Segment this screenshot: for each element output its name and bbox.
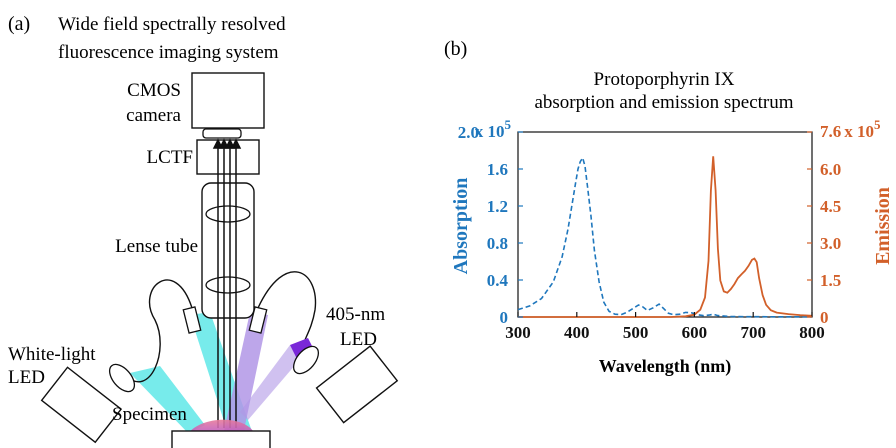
violet-light-beam: [222, 312, 268, 440]
led-right-line1: 405-nm: [326, 304, 385, 325]
tube-label: Lense tube: [115, 236, 198, 257]
camera-label-line1: CMOS: [127, 80, 181, 101]
y-left-tick-label: 0: [500, 308, 509, 327]
x-axis-label: Wavelength (nm): [599, 356, 732, 377]
chart-title-line1: Protoporphyrin IX: [594, 69, 735, 90]
camera-label-line2: camera: [126, 105, 181, 126]
left-collimator: [182, 306, 202, 334]
x-tick-label: 300: [505, 323, 531, 342]
y-right-tick-label: 6.0: [820, 160, 841, 179]
panel-a-title-line2: fluorescence imaging system: [58, 42, 279, 63]
violet-led-housing: [315, 345, 399, 424]
x-tick-label: 400: [564, 323, 590, 342]
filter-label: LCTF: [147, 147, 193, 168]
specimen-stage: [171, 430, 271, 448]
white-led-beam: [130, 366, 205, 433]
y-left-tick-label: 0.4: [487, 271, 509, 290]
y-left-axis-label: Absorption: [450, 178, 472, 275]
plot-frame: [517, 131, 813, 318]
left-axis-multiplier: x 105: [475, 117, 512, 141]
imaging-rays: [212, 138, 242, 428]
emission-series: [518, 156, 813, 318]
panel-a-title-line1: Wide field spectrally resolved: [58, 14, 286, 35]
led-left-line1: White-light: [8, 344, 96, 365]
y-right-axis-ticks: 0 1.5 3.0 4.5 6.0: [807, 131, 841, 327]
x-tick-label: 700: [740, 323, 766, 342]
panel-a-label: (a): [8, 13, 30, 35]
x-tick-label: 500: [623, 323, 649, 342]
x-tick-label: 800: [799, 323, 825, 342]
lens-tube: [201, 182, 255, 319]
right-collimator: [248, 306, 268, 334]
white-light-fiber: [124, 279, 193, 383]
absorption-series: [517, 155, 813, 318]
y-left-tick-label: 1.2: [487, 197, 508, 216]
y-right-tick-label: 1.5: [820, 271, 841, 290]
x-axis-ticks: 300 400 500 600 700 800: [505, 312, 825, 342]
violet-led-beam: [240, 345, 302, 420]
y-right-tick-label: 0: [820, 308, 829, 327]
y-right-tick-label: 4.5: [820, 197, 841, 216]
y-left-axis-ticks: 0 0.4 0.8 1.2 1.6 2.0: [458, 123, 523, 327]
y-left-tick-label: 2.0: [458, 123, 479, 142]
y-left-tick-label: 0.8: [487, 234, 508, 253]
specimen-label: Specimen: [112, 404, 187, 425]
led-left-line2: LED: [8, 367, 45, 388]
led-right-line2: LED: [340, 329, 377, 350]
panel-b-label: (b): [444, 38, 467, 60]
y-right-tick-label: 3.0: [820, 234, 841, 253]
white-led-lens: [108, 363, 136, 393]
y-left-tick-label: 1.6: [487, 160, 508, 179]
violet-led-lens: [292, 345, 320, 375]
lower-lens: [205, 276, 251, 294]
x-tick-label: 600: [682, 323, 708, 342]
chart-title-line2: absorption and emission spectrum: [534, 92, 793, 113]
upper-lens: [205, 205, 251, 223]
panel-b: (b) Protoporphyrin IX absorption and emi…: [444, 38, 894, 377]
y-right-axis-label: Emission: [872, 187, 894, 265]
cmos-camera: [191, 72, 265, 129]
white-led-housing: [40, 366, 123, 444]
camera-adapter: [202, 128, 242, 139]
right-top-tick-label: 7.6: [820, 122, 841, 141]
panel-a: (a) Wide field spectrally resolved fluor…: [8, 13, 399, 448]
